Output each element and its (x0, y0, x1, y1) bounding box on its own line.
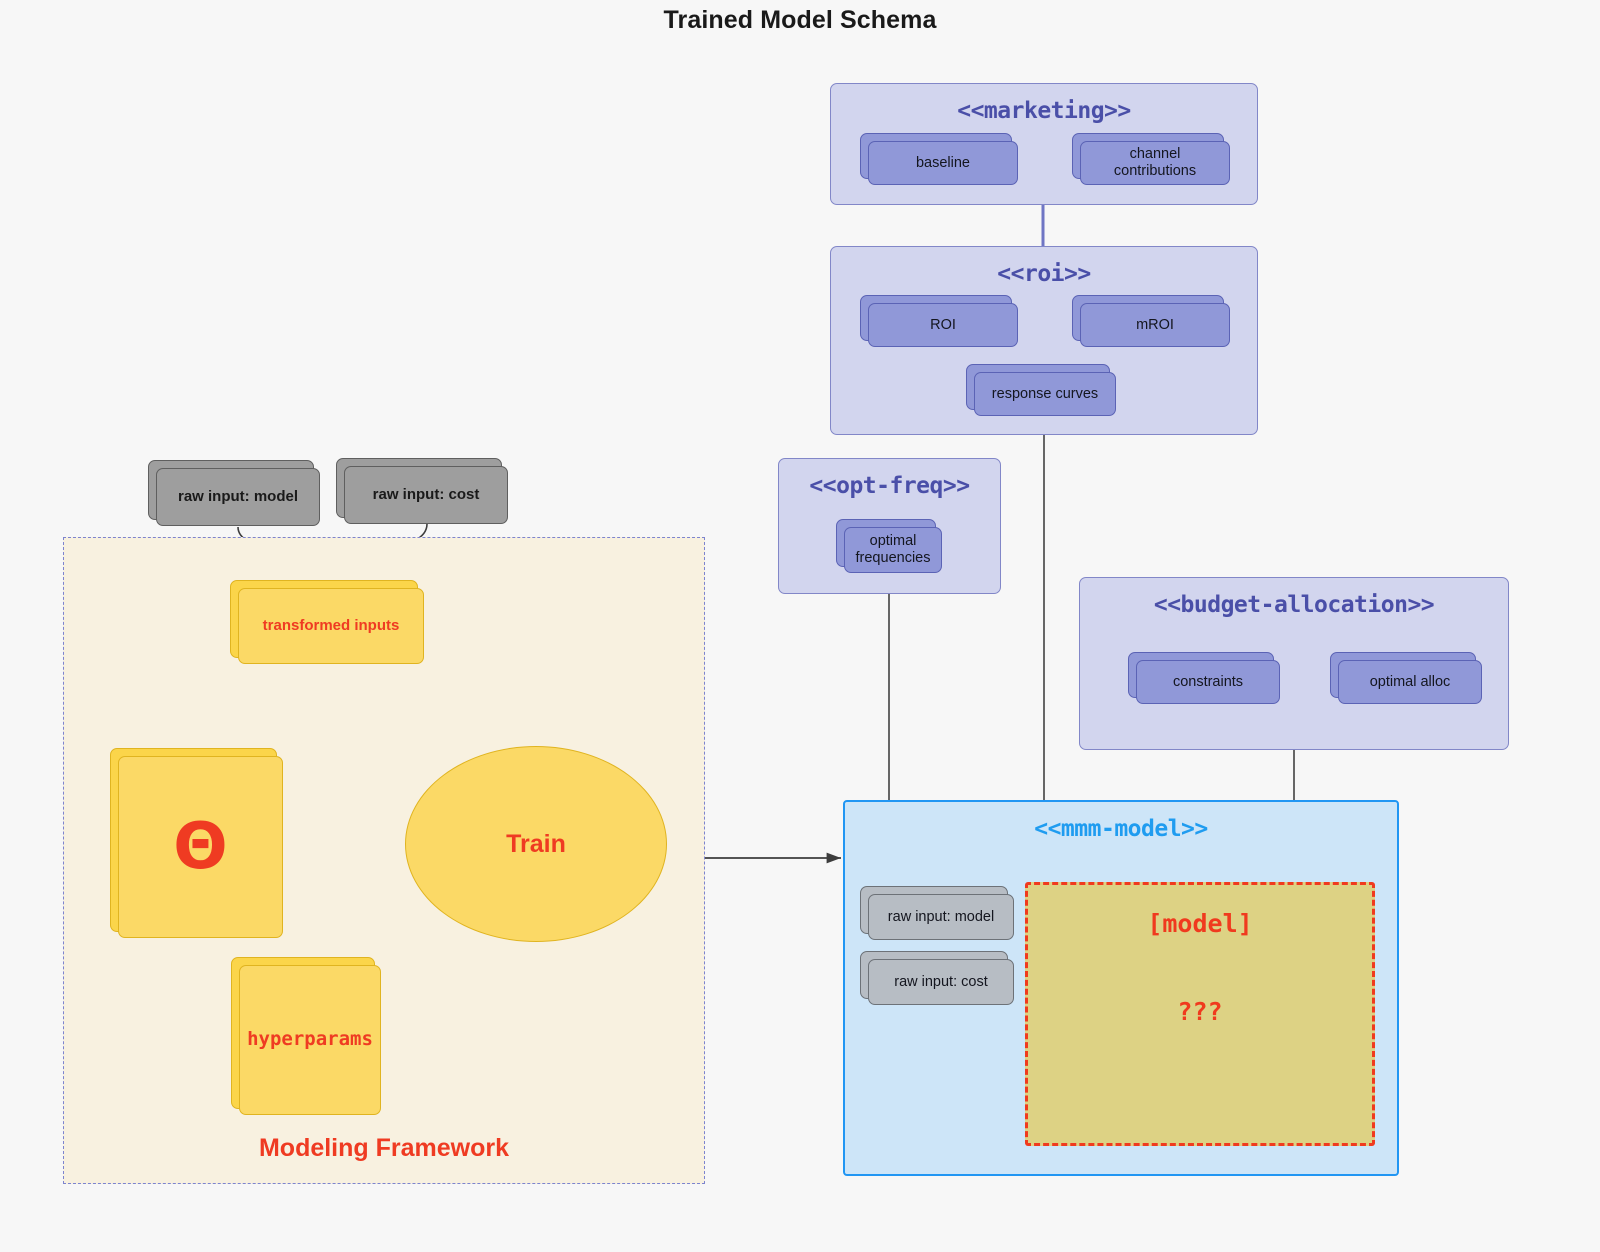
node-mroi[interactable]: mROI (1072, 295, 1230, 347)
package-roi-title: <<roi>> (997, 261, 1091, 287)
node-raw-input-model[interactable]: raw input: model (148, 460, 320, 526)
train-label: Train (506, 829, 566, 858)
modeling-framework-label: Modeling Framework (258, 1134, 510, 1162)
node-constraints-label: constraints (1136, 660, 1280, 704)
node-response-curves[interactable]: response curves (966, 364, 1116, 416)
package-budget-allocation-title: <<budget-allocation>> (1153, 592, 1435, 618)
node-transformed-inputs[interactable]: transformed inputs (230, 580, 424, 664)
node-baseline-label: baseline (868, 141, 1018, 185)
package-mmm-model-title: <<mmm-model>> (1034, 816, 1208, 842)
node-theta[interactable]: Θ (110, 748, 283, 938)
package-opt-freq-title: <<opt-freq>> (809, 473, 970, 499)
package-marketing-title: <<marketing>> (957, 98, 1131, 124)
model-placeholder-question: ??? (1177, 997, 1223, 1026)
node-channel-contributions-label: channel contributions (1080, 141, 1230, 185)
train-node[interactable]: Train (405, 746, 667, 942)
node-channel-contributions[interactable]: channel contributions (1072, 133, 1230, 185)
node-hyperparams[interactable]: hyperparams (231, 957, 381, 1115)
node-constraints[interactable]: constraints (1128, 652, 1280, 704)
node-mmm-raw-input-cost-label: raw input: cost (868, 959, 1014, 1005)
node-optimal-frequencies-label: optimal frequencies (844, 527, 942, 573)
node-optimal-alloc-label: optimal alloc (1338, 660, 1482, 704)
node-raw-input-model-label: raw input: model (156, 468, 320, 526)
node-response-curves-label: response curves (974, 372, 1116, 416)
node-mmm-raw-input-model-label: raw input: model (868, 894, 1014, 940)
node-optimal-frequencies[interactable]: optimal frequencies (836, 519, 942, 573)
node-mroi-label: mROI (1080, 303, 1230, 347)
model-placeholder-box[interactable]: [model] ??? (1025, 882, 1375, 1146)
theta-symbol: Θ (173, 810, 228, 884)
page-title: Trained Model Schema (663, 6, 937, 34)
node-optimal-alloc[interactable]: optimal alloc (1330, 652, 1482, 704)
node-transformed-inputs-label: transformed inputs (238, 588, 424, 664)
node-hyperparams-label: hyperparams (239, 965, 381, 1115)
node-baseline[interactable]: baseline (860, 133, 1018, 185)
node-mmm-raw-input-model[interactable]: raw input: model (860, 886, 1014, 940)
node-mmm-raw-input-cost[interactable]: raw input: cost (860, 951, 1014, 1005)
model-placeholder-title: [model] (1147, 909, 1253, 938)
node-raw-input-cost[interactable]: raw input: cost (336, 458, 508, 524)
node-roi[interactable]: ROI (860, 295, 1018, 347)
node-roi-label: ROI (868, 303, 1018, 347)
node-raw-input-cost-label: raw input: cost (344, 466, 508, 524)
node-theta-label: Θ (118, 756, 283, 938)
